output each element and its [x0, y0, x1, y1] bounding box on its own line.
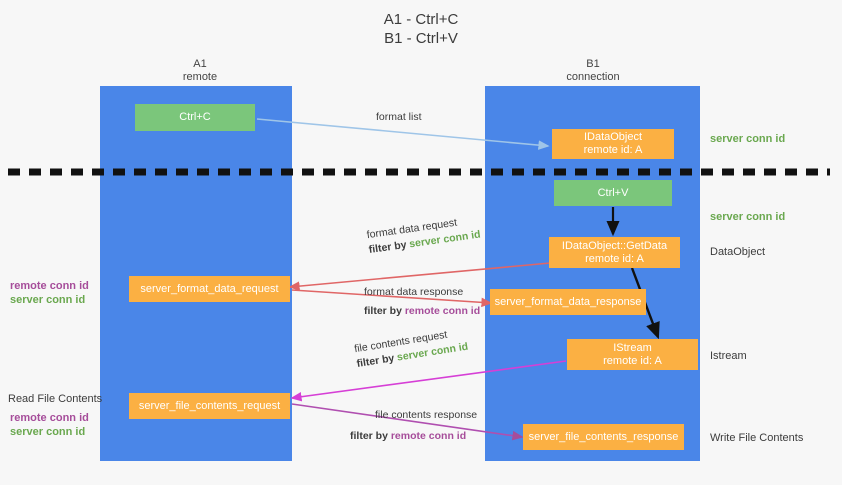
lane-a1-sub: remote: [182, 71, 218, 83]
edge-label-file-contents-response: file contents response filter by remote …: [350, 408, 478, 444]
annot-left-remote-conn-2: remote conn id: [10, 412, 89, 424]
edge-label-format-data-response: format data response filter by remote co…: [364, 285, 480, 319]
filter-prefix-2: filter by: [364, 305, 405, 317]
filter-value-remote-conn-1: remote conn id: [404, 305, 481, 317]
annot-left-remote-conn-1: remote conn id: [10, 280, 89, 292]
box-idataobject-line1: IDataObject: [583, 131, 643, 143]
box-getdata[interactable]: IDataObject::GetData remote id: A: [549, 237, 680, 268]
edge-file-contents-response-title: file contents response: [375, 409, 478, 421]
box-server-file-contents-response[interactable]: server_file_contents_response: [523, 424, 684, 450]
box-ctrl-v[interactable]: Ctrl+V: [554, 180, 672, 206]
box-server-format-data-request[interactable]: server_format_data_request: [129, 276, 290, 302]
box-istream-line2: remote id: A: [603, 354, 662, 367]
filter-prefix-4: filter by: [350, 430, 391, 442]
title-line-2: B1 - Ctrl+V: [384, 30, 458, 47]
annot-right-server-conn-1: server conn id: [710, 133, 786, 145]
box-idataobject-line2: remote id: A: [583, 144, 643, 156]
annot-left-read-file-contents: Read File Contents: [8, 393, 103, 405]
edge-label-file-contents-request: file contents request filter by server c…: [353, 325, 469, 372]
box-getdata-line2: remote id: A: [585, 252, 644, 265]
edge-label-format-data-request: format data request filter by server con…: [366, 213, 482, 258]
edge-format-data-response-title: format data response: [364, 286, 464, 298]
box-server-file-contents-request[interactable]: server_file_contents_request: [129, 393, 290, 419]
page-title: A1 - Ctrl+C B1 - Ctrl+V: [0, 10, 842, 48]
edge-format-data-response-filter: filter by remote conn id: [364, 304, 480, 319]
box-getdata-line1: IDataObject::GetData: [561, 239, 668, 252]
lane-b1-name: B1: [586, 58, 600, 70]
annot-right-server-conn-2: server conn id: [710, 211, 786, 223]
lane-header-b1: B1 connection: [533, 58, 653, 84]
annot-right-dataobject: DataObject: [710, 246, 766, 258]
title-line-1: A1 - Ctrl+C: [383, 11, 459, 28]
box-ctrl-c[interactable]: Ctrl+C: [135, 104, 255, 131]
annot-right-write-file-contents: Write File Contents: [710, 432, 804, 444]
box-idataobject[interactable]: IDataObject remote id: A: [552, 129, 674, 159]
annot-left-server-conn-2: server conn id: [10, 426, 86, 438]
box-istream[interactable]: IStream remote id: A: [567, 339, 698, 370]
annot-right-istream: Istream: [710, 350, 747, 362]
lane-a1-name: A1: [193, 58, 207, 70]
box-server-format-data-response[interactable]: server_format_data_response: [490, 289, 646, 315]
filter-value-remote-conn-2: remote conn id: [390, 430, 467, 442]
annot-left-server-conn-1: server conn id: [10, 294, 86, 306]
edge-label-format-list: format list: [376, 111, 422, 123]
lane-header-a1: A1 remote: [140, 58, 260, 84]
edge-file-contents-response-filter: filter by remote conn id: [350, 429, 477, 444]
box-istream-line1: IStream: [613, 341, 652, 354]
lane-b1-sub: connection: [566, 71, 620, 83]
